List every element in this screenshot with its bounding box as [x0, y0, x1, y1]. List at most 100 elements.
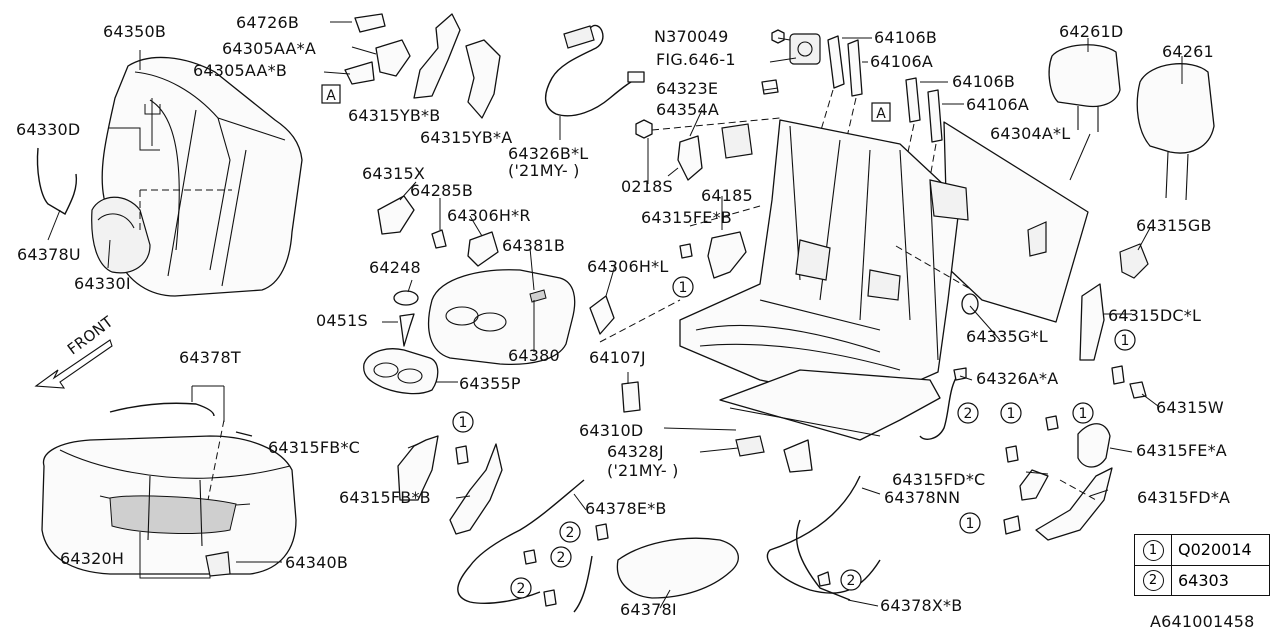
- ref-circle-1: 1: [672, 276, 694, 298]
- part-label: 64378X*B: [880, 596, 963, 615]
- wire-64378T: [109, 402, 215, 417]
- part-label: 64315DC*L: [1108, 306, 1202, 325]
- legend-row: 1 Q020014: [1134, 534, 1270, 566]
- diagram-id: A641001458: [1150, 612, 1255, 631]
- svg-text:1: 1: [1121, 333, 1130, 349]
- part-label: N370049: [654, 27, 729, 46]
- svg-text:1: 1: [1079, 406, 1088, 422]
- ref-box-a: A: [321, 84, 341, 104]
- ref-circle-2: 2: [957, 402, 979, 424]
- ref-circle-1: 1: [1114, 329, 1136, 351]
- part-label: 64315FB*B: [339, 488, 431, 507]
- part-label: 64315YB*A: [420, 128, 513, 147]
- pad-64340B: [205, 551, 231, 577]
- trim-64315DC: [1079, 283, 1105, 361]
- part-label: 64380: [508, 346, 560, 365]
- part-label: 64381B: [502, 236, 566, 255]
- svg-text:A: A: [876, 106, 886, 122]
- cover-64315GB: [1119, 243, 1149, 279]
- front-arrow: [34, 339, 113, 389]
- part-label: 64315YB*B: [348, 106, 441, 125]
- bracket-64328J: [735, 435, 765, 457]
- back-panel-64304A: [943, 121, 1089, 323]
- svg-text:2: 2: [517, 581, 526, 597]
- part-label: 64305AA*B: [193, 61, 288, 80]
- cap-64248: [393, 290, 419, 306]
- part-label: 64306H*R: [447, 206, 531, 225]
- wire-64326A: [919, 371, 961, 440]
- svg-text:1: 1: [459, 415, 468, 431]
- wire-64378U: [36, 147, 78, 215]
- part-label: 64335G*L: [966, 327, 1048, 346]
- part-label: 64315FD*C: [892, 470, 986, 489]
- part-label: 64350B: [103, 22, 167, 41]
- harness-64326B: [545, 24, 645, 140]
- svg-text:2: 2: [847, 573, 856, 589]
- cover-64315FD-A: [1035, 467, 1113, 541]
- part-label: 64107J: [589, 348, 646, 367]
- bracket-64306H-R: [467, 231, 499, 267]
- svg-text:1: 1: [966, 516, 975, 532]
- legend-table: 1 Q020014 2 64303: [1134, 534, 1270, 596]
- screw-0451S: [399, 313, 415, 347]
- part-label: ('21MY- ): [508, 161, 580, 180]
- clip-64285B: [431, 229, 447, 249]
- part-label: 64315FE*B: [641, 208, 732, 227]
- headrest-64261D: [1048, 44, 1121, 132]
- ref-circle-2: 2: [559, 521, 581, 543]
- module-64185: [721, 123, 753, 159]
- part-label: 64330D: [16, 120, 81, 139]
- legend-part: Q020014: [1171, 534, 1270, 566]
- part-label: 64354A: [656, 100, 720, 119]
- cover-64315FB-B: [449, 443, 503, 535]
- armrest-64380: [428, 269, 576, 366]
- part-64107J: [621, 381, 641, 413]
- grommet-64335G: [961, 293, 979, 315]
- ref-circle-1: 1: [1072, 402, 1094, 424]
- part-label: 64330I: [74, 274, 131, 293]
- part-label: ('21MY- ): [607, 461, 679, 480]
- part-label: 64261: [1162, 42, 1214, 61]
- part-label: 64726B: [236, 13, 300, 32]
- part-label: 64378U: [17, 245, 81, 264]
- part-label: 64106A: [966, 95, 1030, 114]
- part-label: FIG.646-1: [656, 50, 736, 69]
- fasteners-top: [761, 29, 943, 143]
- part-label: 64378NN: [884, 488, 961, 507]
- part-label: 64315GB: [1136, 216, 1212, 235]
- svg-text:1: 1: [1007, 406, 1016, 422]
- svg-text:2: 2: [566, 525, 575, 541]
- cupholder-64355P: [363, 348, 439, 395]
- part-label: 0451S: [316, 311, 368, 330]
- part-label: 64248: [369, 258, 421, 277]
- bracket-64306H-L: [589, 295, 615, 335]
- ref-circle-1: 1: [1000, 402, 1022, 424]
- bracket-64354A: [677, 135, 703, 181]
- part-label: 64185: [701, 186, 753, 205]
- part-label: 64378T: [179, 348, 241, 367]
- svg-text:2: 2: [964, 406, 973, 422]
- ref-circle-1: 1: [959, 512, 981, 534]
- part-label: 64306H*L: [587, 257, 669, 276]
- part-label: 64315FB*C: [268, 438, 361, 457]
- part-label: 64378I: [620, 600, 677, 619]
- part-label: 64320H: [60, 549, 125, 568]
- part-label: 64355P: [459, 374, 521, 393]
- covers-64315YB: [413, 13, 501, 119]
- cover-64315FE-B: [707, 231, 747, 279]
- ref-circle-1: 1: [452, 411, 474, 433]
- cover-64315FE-A: [1077, 423, 1111, 468]
- headrest-64261: [1136, 63, 1215, 201]
- part-label: 64261D: [1059, 22, 1124, 41]
- seat-back-cushion: [91, 56, 303, 297]
- ref-circle-2: 2: [840, 569, 862, 591]
- part-label: 64305AA*A: [222, 39, 316, 58]
- seat-frame-64310D: [679, 119, 969, 473]
- bracket-64315FD-C: [1019, 469, 1049, 501]
- part-label: 64106B: [952, 72, 1016, 91]
- part-label: 64326A*A: [976, 369, 1059, 388]
- pad-64378I: [616, 537, 739, 599]
- svg-text:2: 2: [557, 550, 566, 566]
- part-label: 64315X: [362, 164, 426, 183]
